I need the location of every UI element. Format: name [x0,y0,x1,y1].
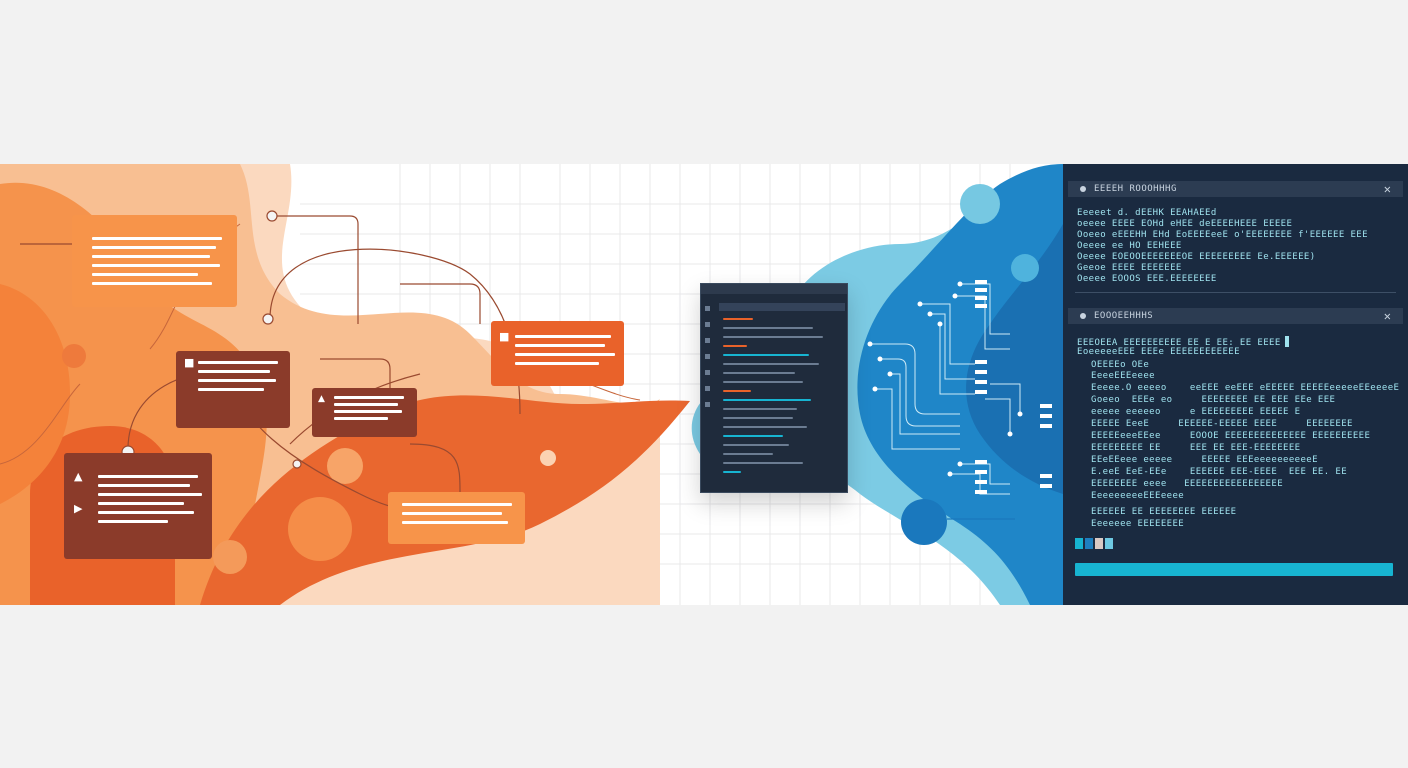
progress-bar [1075,563,1393,576]
terminal-line: Goeeo EEEe eo EEEEEEEE EE EEE EEe EEE [1091,395,1336,405]
square-icon: ■ [499,330,510,343]
code-editor-window [700,283,848,493]
terminal-panel-bottom: EOOOEEHHHS ✕ EEEOEEA EEEEEEEEEE EE E EE:… [1063,308,1408,605]
terminal-line: Eeeee.O eeeeo eeEEE eeEEE eEEEEE EEEEEee… [1091,383,1400,393]
terminal-line: EEEEEE EE EEEEEEEE EEEEEE [1091,507,1237,517]
blue-dot-1 [960,184,1000,224]
bubble-top-left [72,215,237,307]
terminal-line: EeeeEEEeeee [1091,371,1156,381]
color-swatch [1085,538,1093,549]
bubble-orange-bottom [388,492,525,544]
terminal-line: oeeee EEEE EOHd eHEE deEEEEHEEE EEEEE [1077,219,1293,229]
terminal-line: EEEEEeeeEEee EOOOE EEEEEEEEEEEEEE EEEEEE… [1091,431,1371,441]
terminal-divider [1075,292,1396,293]
bubble-brown-large: ▲ ▶ [64,453,212,559]
status-dot-icon [1080,313,1086,319]
color-swatch [1105,538,1113,549]
terminal-line: EeeeeeeeeEEEeeee [1091,491,1185,501]
terminal-line: eeeee eeeeeo e EEEEEEEEE EEEEE E [1091,407,1301,417]
terminal-line: EEEEEEEEE EE EEE EE EEE-EEEEEEEE [1091,443,1301,453]
terminal-line: E.eeE EeE-EEe EEEEEE EEE-EEEE EEE EE. EE [1091,467,1348,477]
terminal-line: EEEEE EeeE EEEEEE-EEEEE EEEE EEEEEEEE [1091,419,1353,429]
circuit-pins [975,280,1052,494]
terminal-line: Oeeee EOEOOEEEEEEEOE EEEEEEEEE Ee.EEEEEE… [1077,252,1316,262]
blue-wave-deep [966,224,1063,494]
orange-dot-3 [288,497,352,561]
circuit-traces [870,283,1021,495]
close-icon[interactable]: ✕ [1383,182,1391,196]
close-icon[interactable]: ✕ [1383,309,1391,323]
editor-sidebar [705,306,711,418]
terminal-titlebar: EOOOEEHHHS ✕ [1068,308,1403,324]
editor-code-lines [723,318,823,480]
terminal-line: EoeeeeeEEE EEEe EEEEEEEEEEEE [1077,347,1240,357]
terminal-titlebar: EEEEH ROOOHHHG ✕ [1068,181,1403,197]
text-cursor [1284,336,1289,347]
terminal-panel-top: EEEEH ROOOHHHG ✕ Eeeeet d. dEEHK EEAHAEE… [1063,164,1408,308]
terminal-line: EEEOEEA EEEEEEEEEE EE E EE: EE EEEE [1077,336,1289,348]
play-icon: ▶ [74,502,83,515]
hero-banner: ■ ▲ ■ ▲ ▶ [0,164,1408,605]
terminal-title: EEEEH ROOOHHHG [1094,184,1177,194]
bubble-brown-mid: ■ [176,351,290,428]
terminal-line: Eeeeeee EEEEEEEE [1091,519,1185,529]
editor-titlebar [701,284,847,294]
orange-dot-5 [540,450,556,466]
triangle-icon: ▲ [74,470,83,483]
terminal-line: Oeeee ee HO EEHEEE [1077,241,1182,251]
terminal-line: Ooeeo eEEEHH EHd EoEEEEeeE o'EEEEEEEE f'… [1077,230,1368,240]
color-swatch [1095,538,1103,549]
orange-dot-2 [327,448,363,484]
orange-dot-4 [213,540,247,574]
terminal-line: Eeeeet d. dEEHK EEAHAEEd [1077,208,1217,218]
orange-dot-1 [62,344,86,368]
bubble-orange-right: ■ [491,321,624,386]
color-swatch [1075,538,1083,549]
orange-hill-left [0,284,70,504]
terminal-line: Geeoe EEEE EEEEEEE [1077,263,1182,273]
status-dot-icon [1080,186,1086,192]
bubble-brown-center: ▲ [312,388,417,437]
editor-tab [719,303,845,311]
square-icon: ■ [184,356,195,369]
triangle-icon: ▲ [318,394,325,404]
circuit-nodes [867,281,1023,477]
blue-wave-main [857,164,1063,605]
terminal-line: OEEEEo OEe [1091,360,1150,370]
blue-dot-3 [901,499,947,545]
terminal-title: EOOOEEHHHS [1094,311,1154,321]
terminal-line: Oeeee EOOOS EEE.EEEEEEEE [1077,274,1217,284]
blue-dot-2 [1011,254,1039,282]
terminal-line: EEeEEeee eeeee EEEEE EEEeeeeeeeeeeE [1091,455,1318,465]
terminal-line: EEEEEEEE eeee EEEEEEEEEEEEEEEEE [1091,479,1284,489]
